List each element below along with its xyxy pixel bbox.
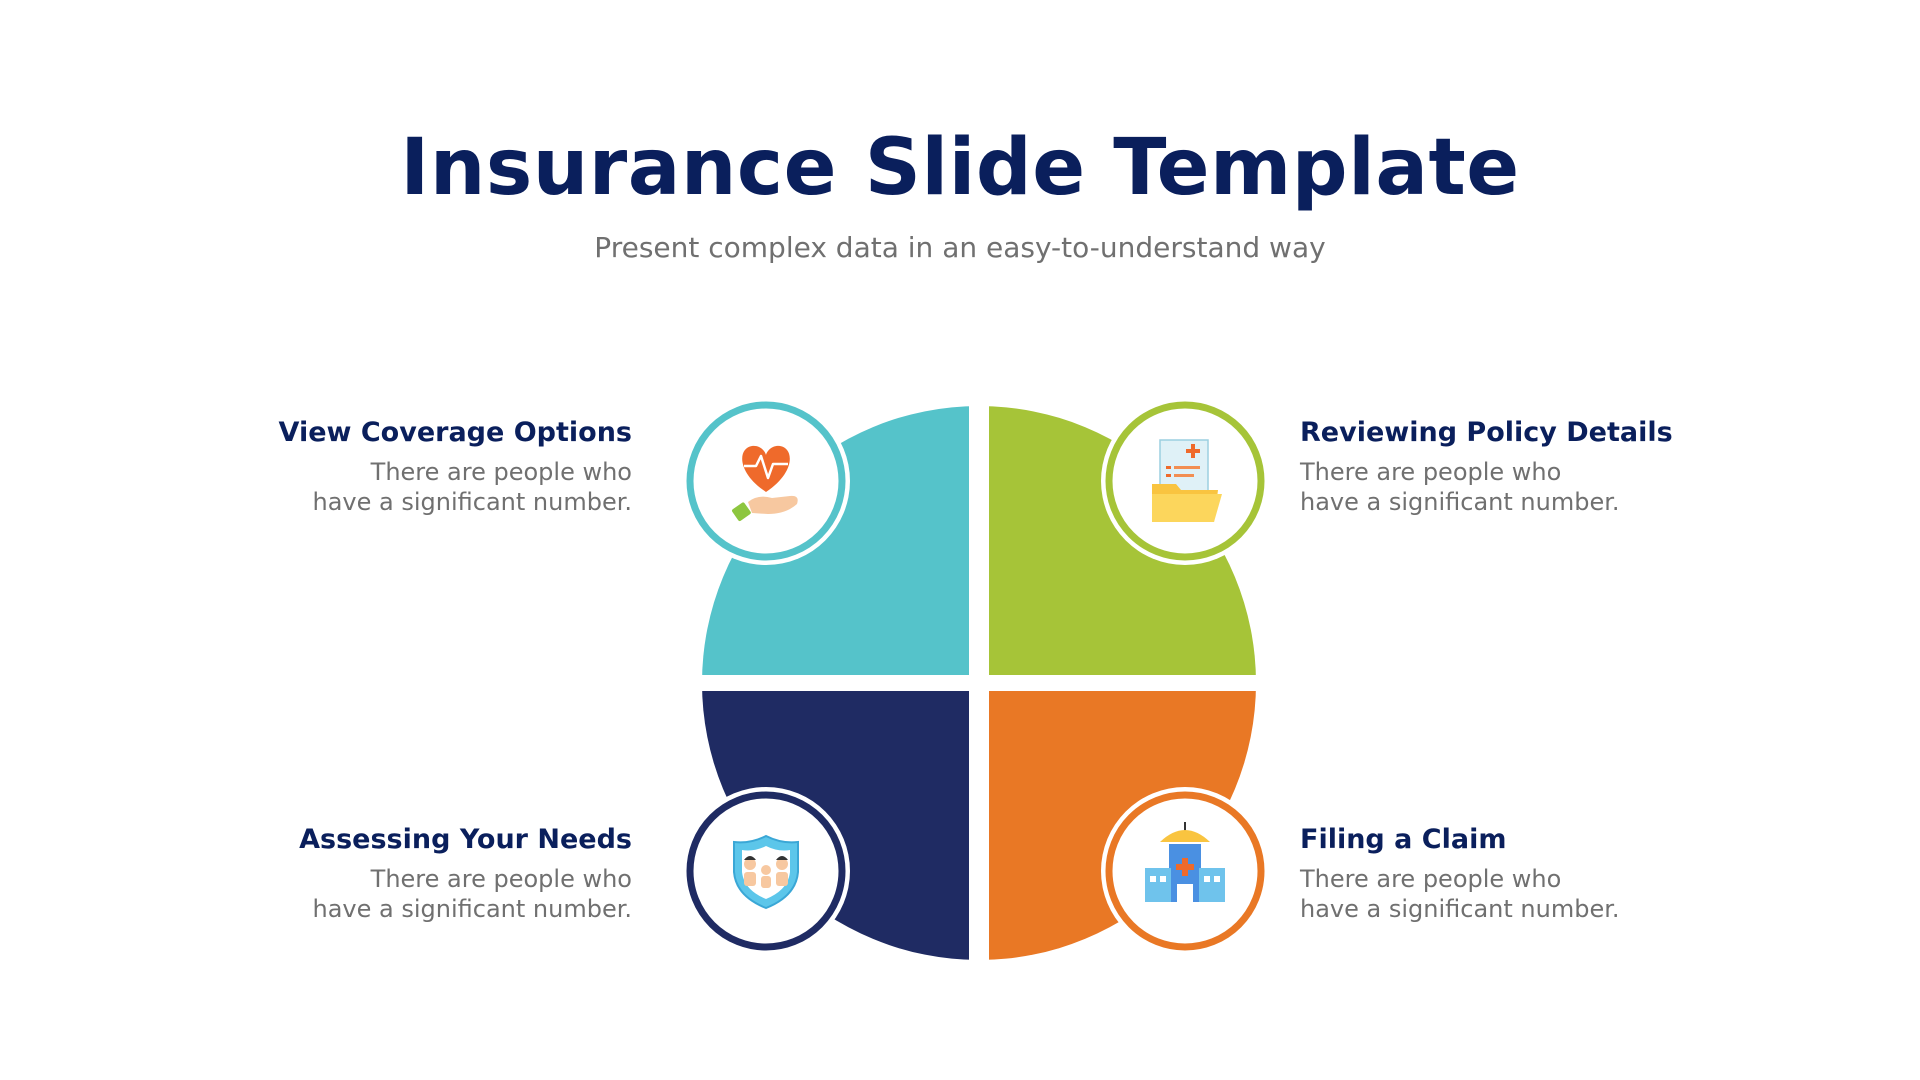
badge-bottom-right	[1101, 787, 1269, 955]
item-title: Filing a Claim	[1300, 824, 1507, 855]
item-filing-a-claim: Filing a Claim There are people who have…	[1300, 822, 1720, 924]
heart-in-hand-icon	[732, 445, 798, 521]
page-title: Insurance Slide Template	[400, 123, 1520, 213]
item-view-coverage-options: View Coverage Options There are people w…	[212, 415, 632, 517]
item-desc: There are people who have a significant …	[1300, 457, 1720, 517]
family-shield-icon	[733, 834, 799, 910]
item-desc-line: There are people who	[1300, 458, 1562, 486]
badge-top-left	[682, 397, 850, 565]
hospital-umbrella-icon	[1145, 822, 1225, 902]
policy-document-folder-icon	[1152, 439, 1222, 522]
item-desc-line: There are people who	[370, 865, 632, 893]
item-desc-line: have a significant number.	[1300, 895, 1620, 923]
item-desc: There are people who have a significant …	[212, 457, 633, 517]
item-desc-line: have a significant number.	[312, 895, 633, 923]
item-desc-line: There are people who	[370, 458, 632, 486]
badge-top-right	[1101, 397, 1269, 565]
item-desc: There are people who have a significant …	[212, 864, 633, 924]
badge-bottom-left	[682, 787, 850, 955]
item-assessing-your-needs: Assessing Your Needs There are people wh…	[212, 822, 632, 924]
item-desc: There are people who have a significant …	[1300, 864, 1720, 924]
item-desc-line: There are people who	[1300, 865, 1562, 893]
page-subtitle: Present complex data in an easy-to-under…	[594, 231, 1326, 264]
item-title: Reviewing Policy Details	[1300, 417, 1673, 448]
item-desc-line: have a significant number.	[1300, 488, 1620, 516]
item-title: View Coverage Options	[278, 417, 632, 448]
item-desc-line: have a significant number.	[312, 488, 633, 516]
item-reviewing-policy-details: Reviewing Policy Details There are peopl…	[1300, 415, 1720, 517]
item-title: Assessing Your Needs	[299, 824, 632, 855]
